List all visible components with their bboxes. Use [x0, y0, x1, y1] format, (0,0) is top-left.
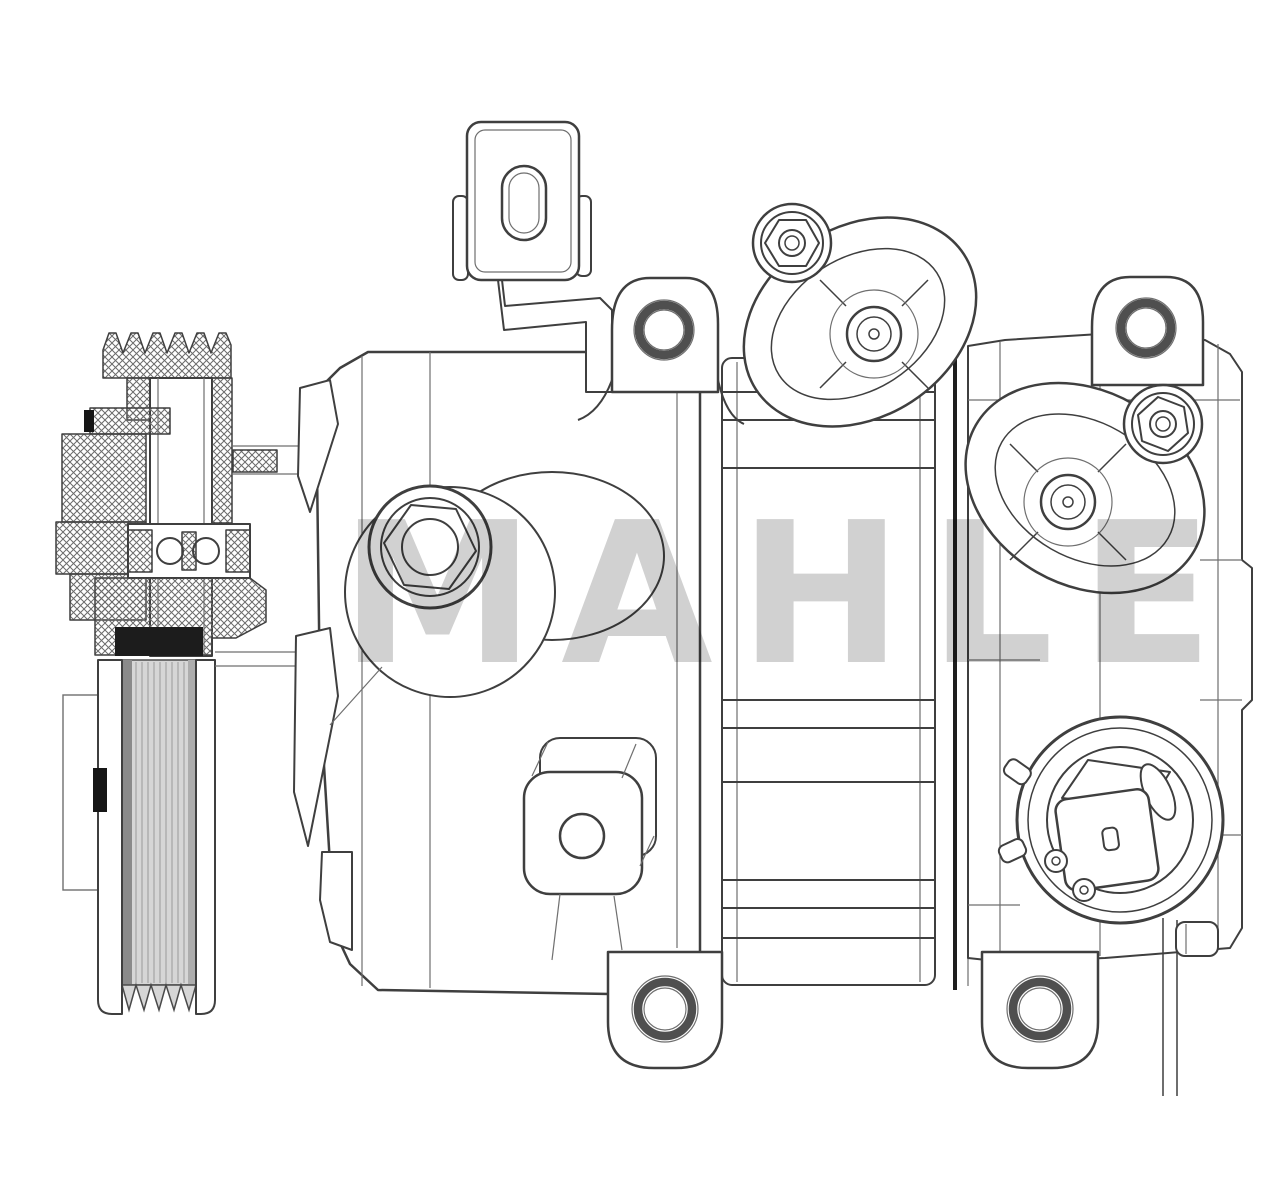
stud-bolt [1122, 383, 1204, 465]
connector-plug [1054, 759, 1177, 892]
mount-ear-top-center [577, 276, 745, 425]
side-stub [1175, 921, 1219, 957]
pulley-key-tab [93, 768, 107, 812]
stud-bolt [751, 202, 833, 284]
pulley-side-view [62, 659, 216, 1015]
bearing-section [127, 523, 251, 579]
port-opening [1023, 457, 1113, 547]
suction-port-fitting [964, 381, 1206, 595]
plug-slot [1101, 826, 1120, 852]
electrical-connector [997, 715, 1225, 1096]
connector-screw [1044, 849, 1068, 873]
boss-bore-hole [558, 812, 606, 860]
discharge-port-fitting [742, 202, 978, 428]
bracket-slot [500, 164, 548, 242]
rim-tab [1002, 758, 1032, 786]
shaft-link [215, 445, 302, 667]
friction-band [115, 627, 203, 656]
bolt-hole [1116, 298, 1176, 358]
housing-left-tab [293, 627, 339, 847]
rim-tab [997, 837, 1028, 864]
center-shaft-bolt [367, 484, 493, 610]
front-housing [293, 350, 702, 996]
bolt-hole [633, 977, 697, 1041]
belt-groove-zigzag-edge [121, 982, 197, 1013]
port-opening [829, 289, 919, 379]
top-bracket [452, 120, 613, 393]
pulley-rib-lines [135, 662, 185, 983]
hex-bolt-head [383, 504, 477, 590]
bearing-ball [192, 537, 220, 565]
bolt-hole [634, 300, 694, 360]
bearing-ball [156, 537, 184, 565]
mahle-watermark: MAHLE [340, 481, 1240, 709]
mount-ear-bottom-right [980, 950, 1100, 1070]
belt-groove-section [102, 332, 232, 379]
clutch-bolt-section [89, 407, 171, 435]
pulley-cross-section [55, 332, 267, 657]
square-boss [522, 737, 657, 961]
housing-left-tab [297, 379, 339, 513]
connector-screw [1072, 878, 1096, 902]
mount-ear-top-right [1090, 275, 1205, 387]
mount-ear-bottom-center [606, 950, 724, 1070]
bolt-hole [1008, 977, 1072, 1041]
